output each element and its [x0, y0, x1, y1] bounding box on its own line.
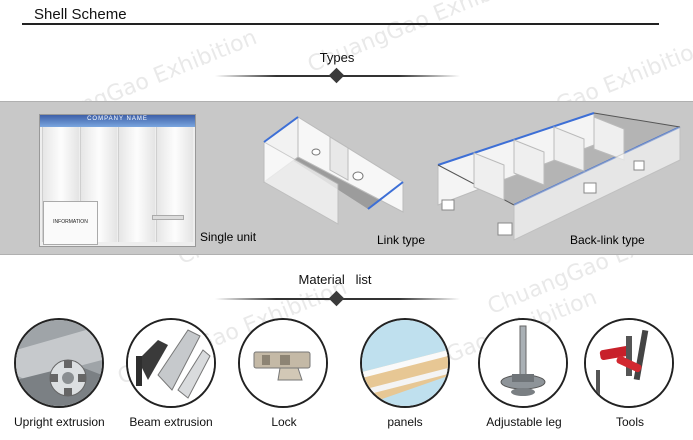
upright-extrusion-icon	[14, 318, 104, 408]
back-link-type-caption: Back-link type	[570, 233, 645, 247]
upright-extrusion-caption: Upright extrusion	[14, 415, 105, 429]
tools-caption: Tools	[615, 415, 644, 429]
tools-icon	[584, 318, 674, 408]
types-divider-diamond	[328, 67, 345, 84]
wall-panel	[118, 127, 155, 242]
table	[152, 215, 184, 220]
info-desk: INFORMATION	[43, 201, 98, 245]
page-title: Shell Scheme	[34, 6, 127, 23]
watermark: ChuangGao Exhibition	[304, 0, 541, 78]
adjustable-leg-caption: Adjustable leg	[486, 415, 562, 429]
adjustable-leg-icon	[478, 318, 568, 408]
lock-caption: Lock	[271, 415, 297, 429]
back-link-type-image	[437, 112, 681, 241]
info-desk-text: INFORMATION	[53, 219, 88, 225]
fascia-text: COMPANY NAME	[87, 116, 148, 122]
title-underline	[22, 23, 659, 25]
panels-caption: panels	[387, 415, 423, 429]
link-type-image	[263, 116, 404, 225]
beam-extrusion-caption: Beam extrusion	[129, 415, 213, 429]
single-unit-caption: Single unit	[200, 230, 257, 244]
beam-extrusion-icon	[126, 318, 216, 408]
material-list-heading: Material list	[298, 272, 372, 287]
single-unit-image: COMPANY NAME INFORMATION	[39, 114, 196, 247]
lock-icon	[238, 318, 328, 408]
link-type-caption: Link type	[377, 233, 426, 247]
fascia-board: COMPANY NAME	[40, 115, 195, 127]
material-divider-diamond	[328, 290, 345, 307]
types-heading: Types	[319, 50, 355, 65]
wall-panel	[156, 127, 193, 242]
panels-icon	[360, 318, 450, 408]
